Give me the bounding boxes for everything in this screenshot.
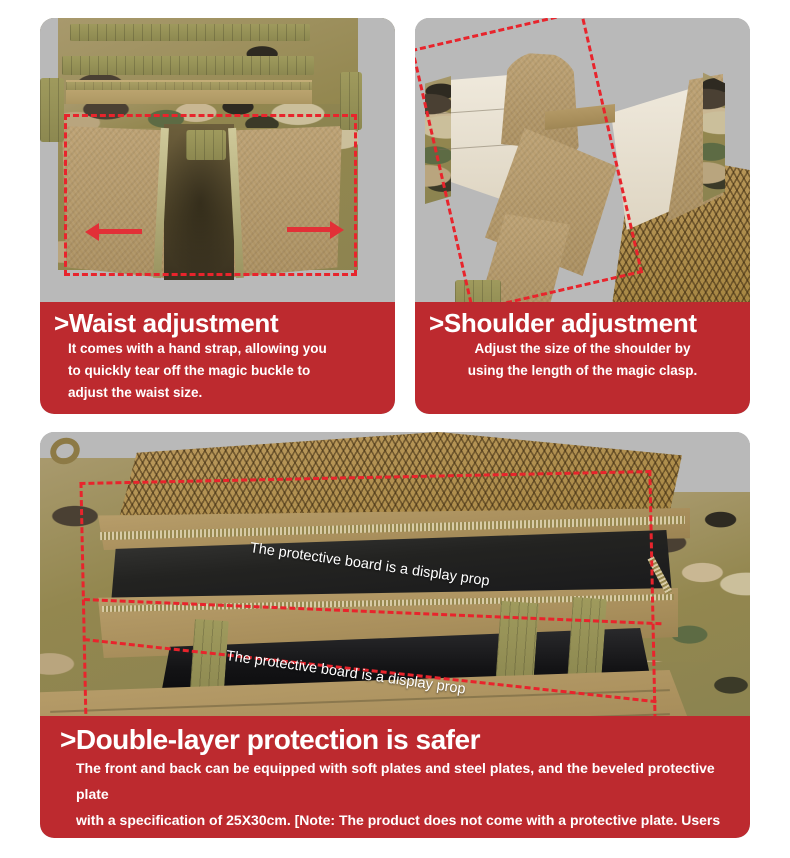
caption-double-layer: >Double-layer protection is safer The fr… [40, 716, 750, 838]
panel-waist-adjustment: >Waist adjustment It comes with a hand s… [40, 18, 395, 414]
photo-layer-molle-row-1 [70, 24, 310, 41]
caption-title-waist: >Waist adjustment [54, 308, 279, 338]
annotation-arrow-left [85, 222, 142, 241]
caption-line: adjust the waist size. [68, 384, 203, 400]
caption-title-double-layer: >Double-layer protection is safer [60, 724, 480, 755]
caption-body-shoulder: Adjust the size of the shoulder by using… [429, 338, 736, 382]
photo-layer-side-strap-right [340, 72, 362, 130]
caption-waist: >Waist adjustment It comes with a hand s… [40, 302, 395, 414]
caption-title-shoulder: >Shoulder adjustment [429, 308, 697, 338]
photo-layer-retention-strap-right-2 [567, 596, 607, 684]
caption-line: It comes with a hand strap, allowing you [68, 341, 327, 357]
photo-layer-backdrop-right [358, 18, 395, 318]
panel-double-layer-protection: The protective board is a display prop T… [40, 432, 750, 838]
caption-line: with a specification of 25X30cm. [Note: … [76, 812, 721, 829]
annotation-arrow-right [287, 220, 344, 239]
photo-layer-side-strap-left [40, 78, 64, 142]
caption-line: The front and back can be equipped with … [76, 760, 715, 803]
caption-body-double-layer: The front and back can be equipped with … [60, 756, 730, 838]
photo-layer-waist-flap-right [226, 126, 342, 278]
photo-layer-waist-flap-left [62, 126, 170, 278]
caption-line: using the length of the magic clasp. [467, 363, 698, 379]
caption-line: Adjust the size of the shoulder by [474, 341, 691, 357]
panel-shoulder-adjustment: >Shoulder adjustment Adjust the size of … [415, 18, 750, 414]
photo-layer-molle-row-2 [62, 56, 314, 75]
caption-shoulder: >Shoulder adjustment Adjust the size of … [415, 302, 750, 414]
caption-line: to quickly tear off the magic buckle to [68, 363, 311, 379]
photo-layer-shoulder-camo-left [425, 76, 451, 204]
photo-layer-shoulder-camo-right [703, 72, 725, 202]
photo-layer-flap-stitch [66, 82, 312, 90]
photo-layer-pull-tab [186, 130, 226, 160]
caption-body-waist: It comes with a hand strap, allowing you… [54, 338, 381, 404]
